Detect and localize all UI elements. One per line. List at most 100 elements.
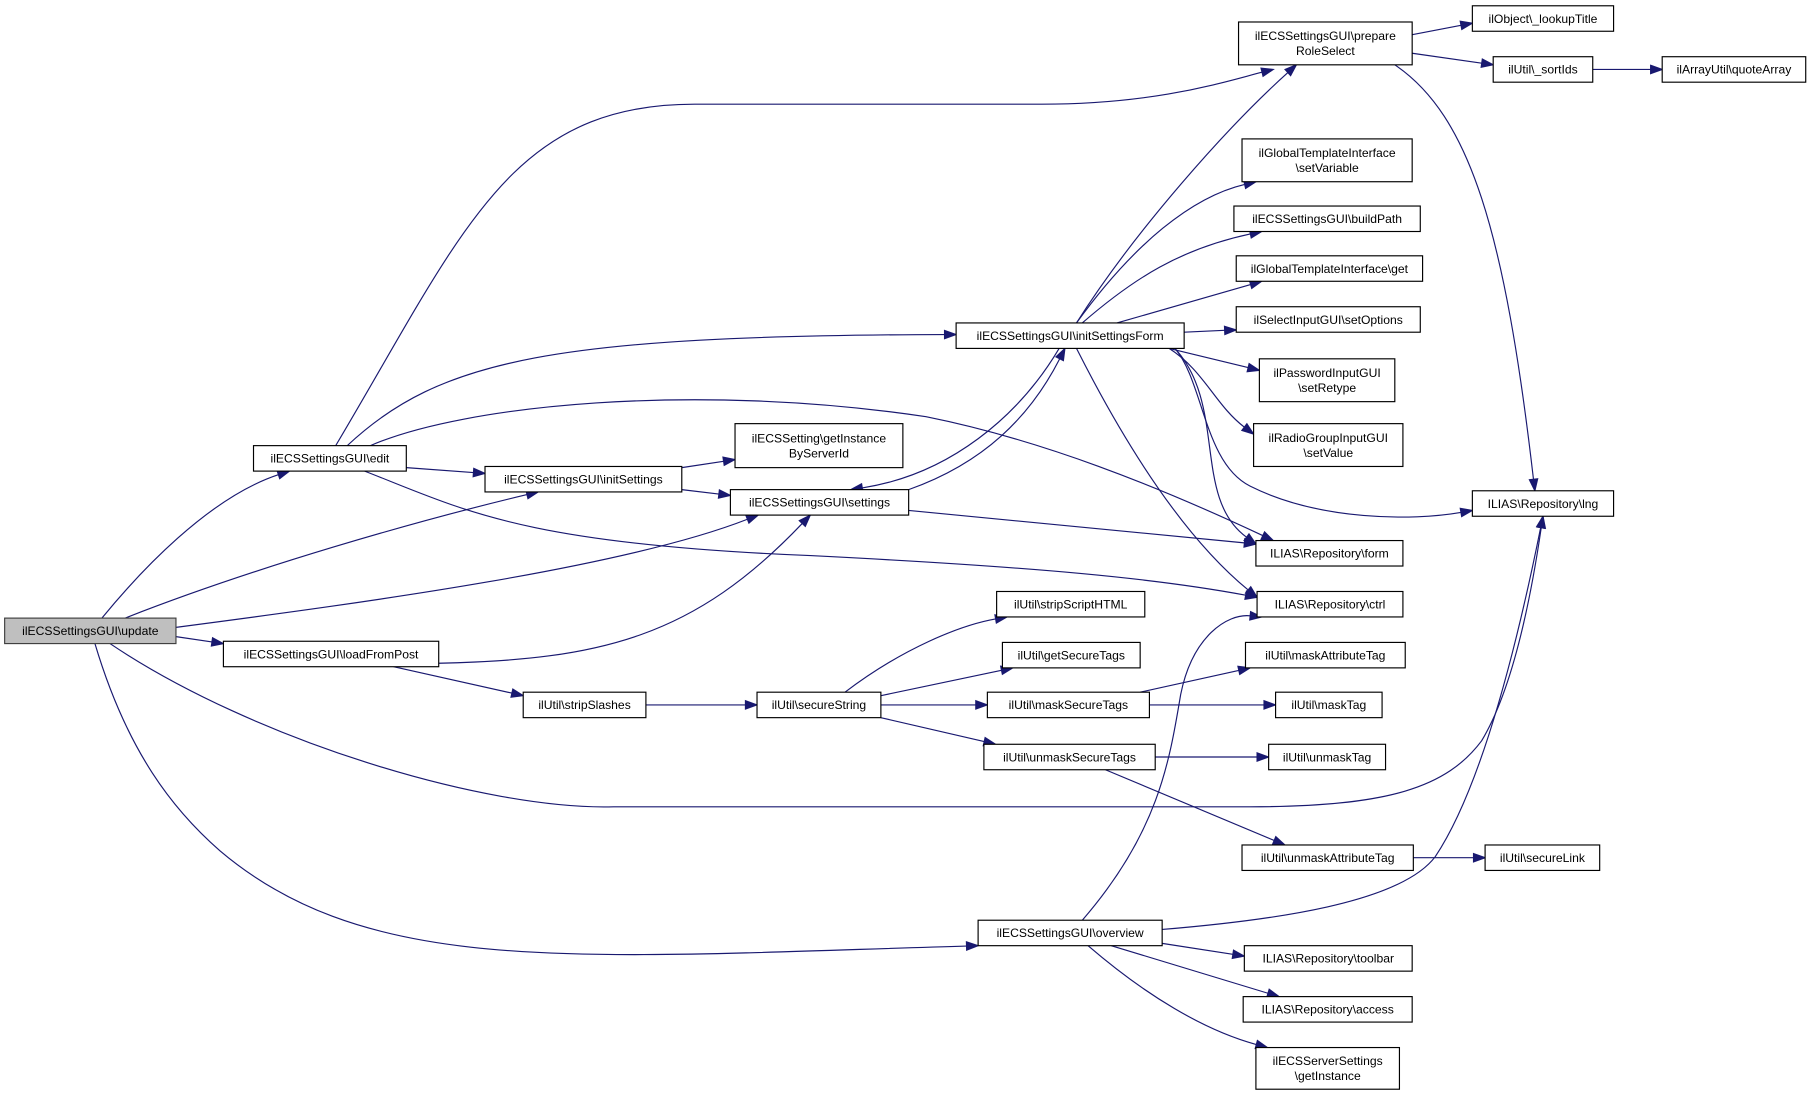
edge-unmaskSecureTags-to-unmaskTag	[1155, 752, 1271, 762]
node-sortIds[interactable]: ilUtil\_sortIds	[1492, 56, 1594, 83]
edges-layer	[94, 20, 1664, 1050]
node-quoteArray[interactable]: ilArrayUtil\quoteArray	[1661, 56, 1807, 83]
node-box[interactable]	[734, 423, 904, 469]
node-unmaskTag[interactable]: ilUtil\unmaskTag	[1268, 743, 1387, 771]
node-box[interactable]	[986, 691, 1150, 719]
node-overview[interactable]: ilECSSettingsGUI\overview	[977, 919, 1163, 947]
node-box[interactable]	[1241, 138, 1413, 183]
node-label: ilECSSettingsGUI\loadFromPost	[244, 647, 419, 661]
edge-line	[346, 333, 945, 447]
node-loadFromPost[interactable]: ilECSSettingsGUI\loadFromPost	[222, 640, 440, 668]
node-lookupTitle[interactable]: ilObject\_lookupTitle	[1471, 5, 1615, 32]
node-initSettingsForm[interactable]: ilECSSettingsGUI\initSettingsForm	[955, 322, 1185, 349]
node-edit[interactable]: ilECSSettingsGUI\edit	[252, 445, 407, 472]
node-box[interactable]	[1258, 358, 1396, 403]
node-maskTag[interactable]: ilUtil\maskTag	[1275, 691, 1383, 719]
node-secureLink[interactable]: ilUtil\secureLink	[1484, 844, 1601, 872]
node-label: ilPasswordInputGUI	[1273, 366, 1380, 380]
node-box[interactable]	[1492, 56, 1594, 83]
edge-overview-to-lng	[1162, 514, 1546, 931]
node-label: ilECSSettingsGUI\initSettingsForm	[977, 329, 1164, 343]
node-box[interactable]	[522, 691, 647, 719]
node-label: \setValue	[1303, 446, 1353, 460]
node-box[interactable]	[955, 322, 1185, 349]
node-box[interactable]	[1471, 490, 1615, 517]
node-setOptions[interactable]: ilSelectInputGUI\setOptions	[1235, 306, 1421, 333]
node-toolbar[interactable]: ILIAS\Repository\toolbar	[1243, 945, 1413, 972]
edge-update-to-loadFromPost	[175, 636, 226, 647]
node-box[interactable]	[1242, 996, 1413, 1023]
node-box[interactable]	[983, 743, 1156, 771]
node-box[interactable]	[1253, 423, 1404, 468]
node-box[interactable]	[1661, 56, 1807, 83]
node-box[interactable]	[756, 691, 882, 719]
node-box[interactable]	[729, 489, 910, 516]
node-form[interactable]: ILIAS\Repository\form	[1255, 539, 1404, 567]
node-box[interactable]	[996, 590, 1146, 618]
node-label: ilUtil\getSecureTags	[1018, 648, 1125, 662]
edge-loadFromPost-to-stripSlashes	[393, 666, 525, 698]
node-box[interactable]	[1471, 5, 1615, 32]
node-box[interactable]	[1235, 306, 1421, 333]
node-unmaskAttributeTag[interactable]: ilUtil\unmaskAttributeTag	[1241, 844, 1414, 872]
node-access[interactable]: ILIAS\Repository\access	[1242, 996, 1413, 1023]
arrowhead-icon	[1260, 67, 1275, 78]
arrowhead-icon	[1223, 325, 1238, 336]
node-stripSlashes[interactable]: ilUtil\stripSlashes	[522, 691, 647, 719]
edge-loadFromPost-to-settings	[438, 513, 812, 664]
arrowhead-icon	[965, 941, 980, 952]
edge-edit-to-prepareRoleSelect	[335, 67, 1275, 446]
edge-update-to-initSettings	[124, 489, 540, 619]
node-box[interactable]	[1275, 691, 1383, 719]
edge-update-to-settings	[175, 514, 760, 628]
node-box[interactable]	[252, 445, 407, 472]
node-box[interactable]	[1235, 255, 1424, 282]
node-stripScriptHTML[interactable]: ilUtil\stripScriptHTML	[996, 590, 1146, 618]
edge-line	[101, 474, 279, 619]
edge-initSettingsForm-to-lng	[1174, 348, 1475, 518]
node-box[interactable]	[484, 465, 683, 493]
node-maskAttributeTag[interactable]: ilUtil\maskAttributeTag	[1244, 641, 1406, 669]
arrowhead-icon	[722, 456, 737, 467]
node-box[interactable]	[1255, 539, 1404, 567]
node-buildPath[interactable]: ilECSSettingsGUI\buildPath	[1233, 205, 1421, 233]
node-box[interactable]	[222, 640, 440, 668]
node-label: ilUtil\unmaskSecureTags	[1003, 750, 1136, 764]
node-box[interactable]	[1256, 590, 1404, 618]
node-box[interactable]	[1484, 844, 1601, 872]
node-getInstance[interactable]: ilECSServerSettings\getInstance	[1255, 1046, 1401, 1090]
node-box[interactable]	[4, 617, 177, 645]
node-unmaskSecureTags[interactable]: ilUtil\unmaskSecureTags	[983, 743, 1156, 771]
arrowhead-icon	[1459, 20, 1475, 31]
node-getSecureTags[interactable]: ilUtil\getSecureTags	[1001, 641, 1141, 669]
edge-initSettings-to-getInstanceByServerId	[681, 456, 737, 469]
node-box[interactable]	[1255, 1046, 1401, 1090]
node-update[interactable]: ilECSSettingsGUI\update	[4, 617, 177, 645]
arrowhead-icon	[276, 470, 292, 480]
arrowhead-icon	[798, 513, 812, 528]
node-tplGet[interactable]: ilGlobalTemplateInterface\get	[1235, 255, 1424, 282]
node-label: ilECSSettingsGUI\settings	[749, 496, 890, 510]
node-maskSecureTags[interactable]: ilUtil\maskSecureTags	[986, 691, 1150, 719]
node-initSettings[interactable]: ilECSSettingsGUI\initSettings	[484, 465, 683, 493]
node-box[interactable]	[1244, 641, 1406, 669]
node-box[interactable]	[1233, 205, 1421, 233]
node-ctrl[interactable]: ILIAS\Repository\ctrl	[1256, 590, 1404, 618]
node-secureString[interactable]: ilUtil\secureString	[756, 691, 882, 719]
node-label: ilUtil\secureLink	[1500, 851, 1586, 865]
node-box[interactable]	[977, 919, 1163, 947]
node-box[interactable]	[1268, 743, 1387, 771]
node-radioSetValue[interactable]: ilRadioGroupInputGUI\setValue	[1253, 423, 1404, 468]
node-box[interactable]	[1241, 844, 1414, 872]
node-settings[interactable]: ilECSSettingsGUI\settings	[729, 489, 910, 516]
node-box[interactable]	[1237, 21, 1413, 66]
node-box[interactable]	[1243, 945, 1413, 972]
node-lng[interactable]: ILIAS\Repository\lng	[1471, 490, 1615, 517]
node-box[interactable]	[1001, 641, 1141, 669]
node-setRetype[interactable]: ilPasswordInputGUI\setRetype	[1258, 358, 1396, 403]
edge-secureString-to-stripScriptHTML	[844, 614, 1009, 693]
node-setVariable[interactable]: ilGlobalTemplateInterface\setVariable	[1241, 138, 1413, 183]
